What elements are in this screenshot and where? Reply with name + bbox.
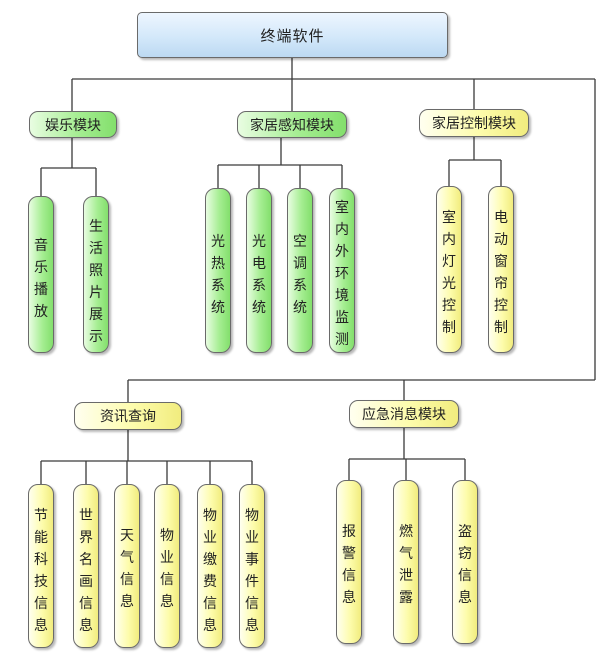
light-control-label: 室内灯光控制 (442, 210, 456, 336)
photovoltaic-node: 光电系统 (246, 188, 272, 353)
sensing-module-label: 家居感知模块 (250, 117, 334, 134)
root-label: 终端软件 (260, 26, 325, 45)
control-module-node: 家居控制模块 (419, 109, 529, 137)
weather-info-label: 天气信息 (120, 528, 134, 610)
indoor-env-label: 室内外环境监测 (335, 200, 349, 348)
hvac-label: 空调系统 (293, 234, 307, 316)
energy-info-node: 节能科技信息 (28, 484, 54, 648)
info-module-label: 资讯查询 (100, 409, 156, 425)
solar-thermal-label: 光热系统 (211, 234, 225, 316)
fees-info-node: 物业缴费信息 (197, 484, 223, 648)
entertainment-module-node: 娱乐模块 (29, 111, 117, 138)
light-control-node: 室内灯光控制 (436, 186, 462, 353)
music-node: 音乐播放 (28, 196, 54, 353)
theft-info-label: 盗窃信息 (458, 524, 472, 606)
control-module-label: 家居控制模块 (432, 116, 516, 132)
solar-thermal-node: 光热系统 (205, 188, 231, 353)
fees-info-label: 物业缴费信息 (203, 508, 217, 634)
energy-info-label: 节能科技信息 (34, 508, 48, 634)
hvac-node: 空调系统 (287, 188, 313, 353)
events-info-node: 物业事件信息 (239, 484, 265, 648)
weather-info-node: 天气信息 (114, 484, 140, 648)
paintings-info-label: 世界名画信息 (79, 508, 93, 634)
photovoltaic-label: 光电系统 (252, 234, 266, 316)
paintings-info-node: 世界名画信息 (73, 484, 99, 648)
indoor-env-node: 室内外环境监测 (329, 188, 355, 353)
info-module-node: 资讯查询 (74, 402, 182, 430)
alarm-info-label: 报警信息 (342, 524, 356, 606)
music-label: 音乐播放 (34, 238, 48, 320)
photos-node: 生活照片展示 (83, 196, 109, 353)
emergency-module-node: 应急消息模块 (349, 400, 459, 428)
property-info-node: 物业信息 (154, 484, 180, 648)
entertainment-module-label: 娱乐模块 (45, 117, 101, 134)
property-info-label: 物业信息 (160, 528, 174, 610)
gas-leak-node: 燃气泄露 (393, 480, 419, 644)
emergency-module-label: 应急消息模块 (362, 407, 446, 423)
gas-leak-label: 燃气泄露 (399, 524, 413, 606)
root-node: 终端软件 (137, 12, 448, 58)
sensing-module-node: 家居感知模块 (237, 111, 347, 138)
events-info-label: 物业事件信息 (245, 508, 259, 634)
theft-info-node: 盗窃信息 (452, 480, 478, 644)
curtain-control-label: 电动窗帘控制 (494, 210, 508, 336)
photos-label: 生活照片展示 (89, 219, 103, 345)
alarm-info-node: 报警信息 (336, 480, 362, 644)
curtain-control-node: 电动窗帘控制 (488, 186, 514, 353)
